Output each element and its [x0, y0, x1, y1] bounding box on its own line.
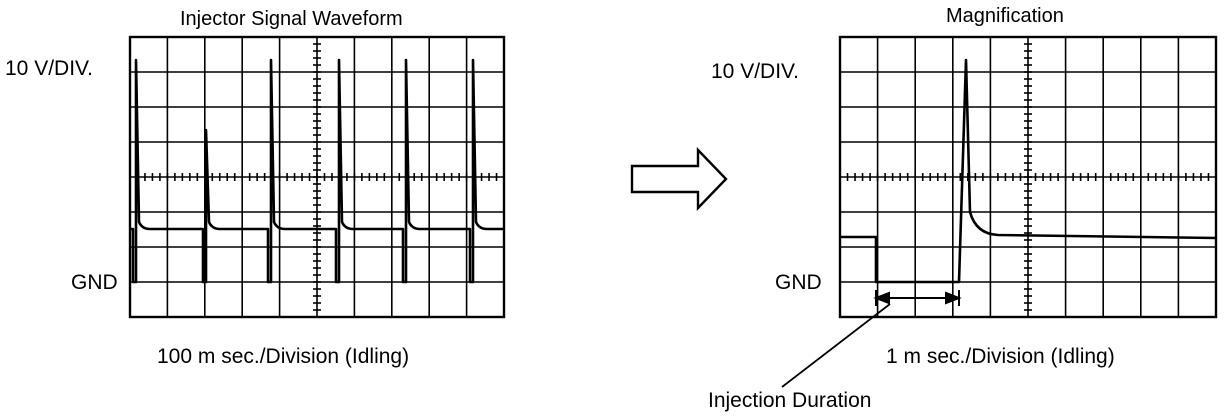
left-waveform	[131, 58, 503, 284]
left-scope	[128, 35, 506, 319]
injection-duration-marker	[873, 290, 962, 306]
right-volt-scale: 10 V/DIV.	[711, 60, 799, 83]
right-title: Magnification	[946, 5, 1064, 27]
left-title: Injector Signal Waveform	[180, 8, 403, 30]
right-scope-axis-ticks	[839, 36, 1217, 318]
right-scope	[781, 35, 1218, 388]
left-gnd-label: GND	[71, 271, 118, 294]
left-scope-axis-ticks	[129, 36, 505, 318]
left-volt-scale: 10 V/DIV.	[5, 57, 93, 80]
right-hollow-arrow-icon	[630, 147, 728, 211]
left-time-scale: 100 m sec./Division (Idling)	[157, 345, 410, 368]
injection-duration-label: Injection Duration	[708, 389, 872, 412]
right-time-scale: 1 m sec./Division (Idling)	[886, 345, 1115, 368]
injection-duration-leader	[781, 303, 891, 388]
right-gnd-label: GND	[775, 271, 822, 294]
right-waveform	[841, 58, 1217, 284]
